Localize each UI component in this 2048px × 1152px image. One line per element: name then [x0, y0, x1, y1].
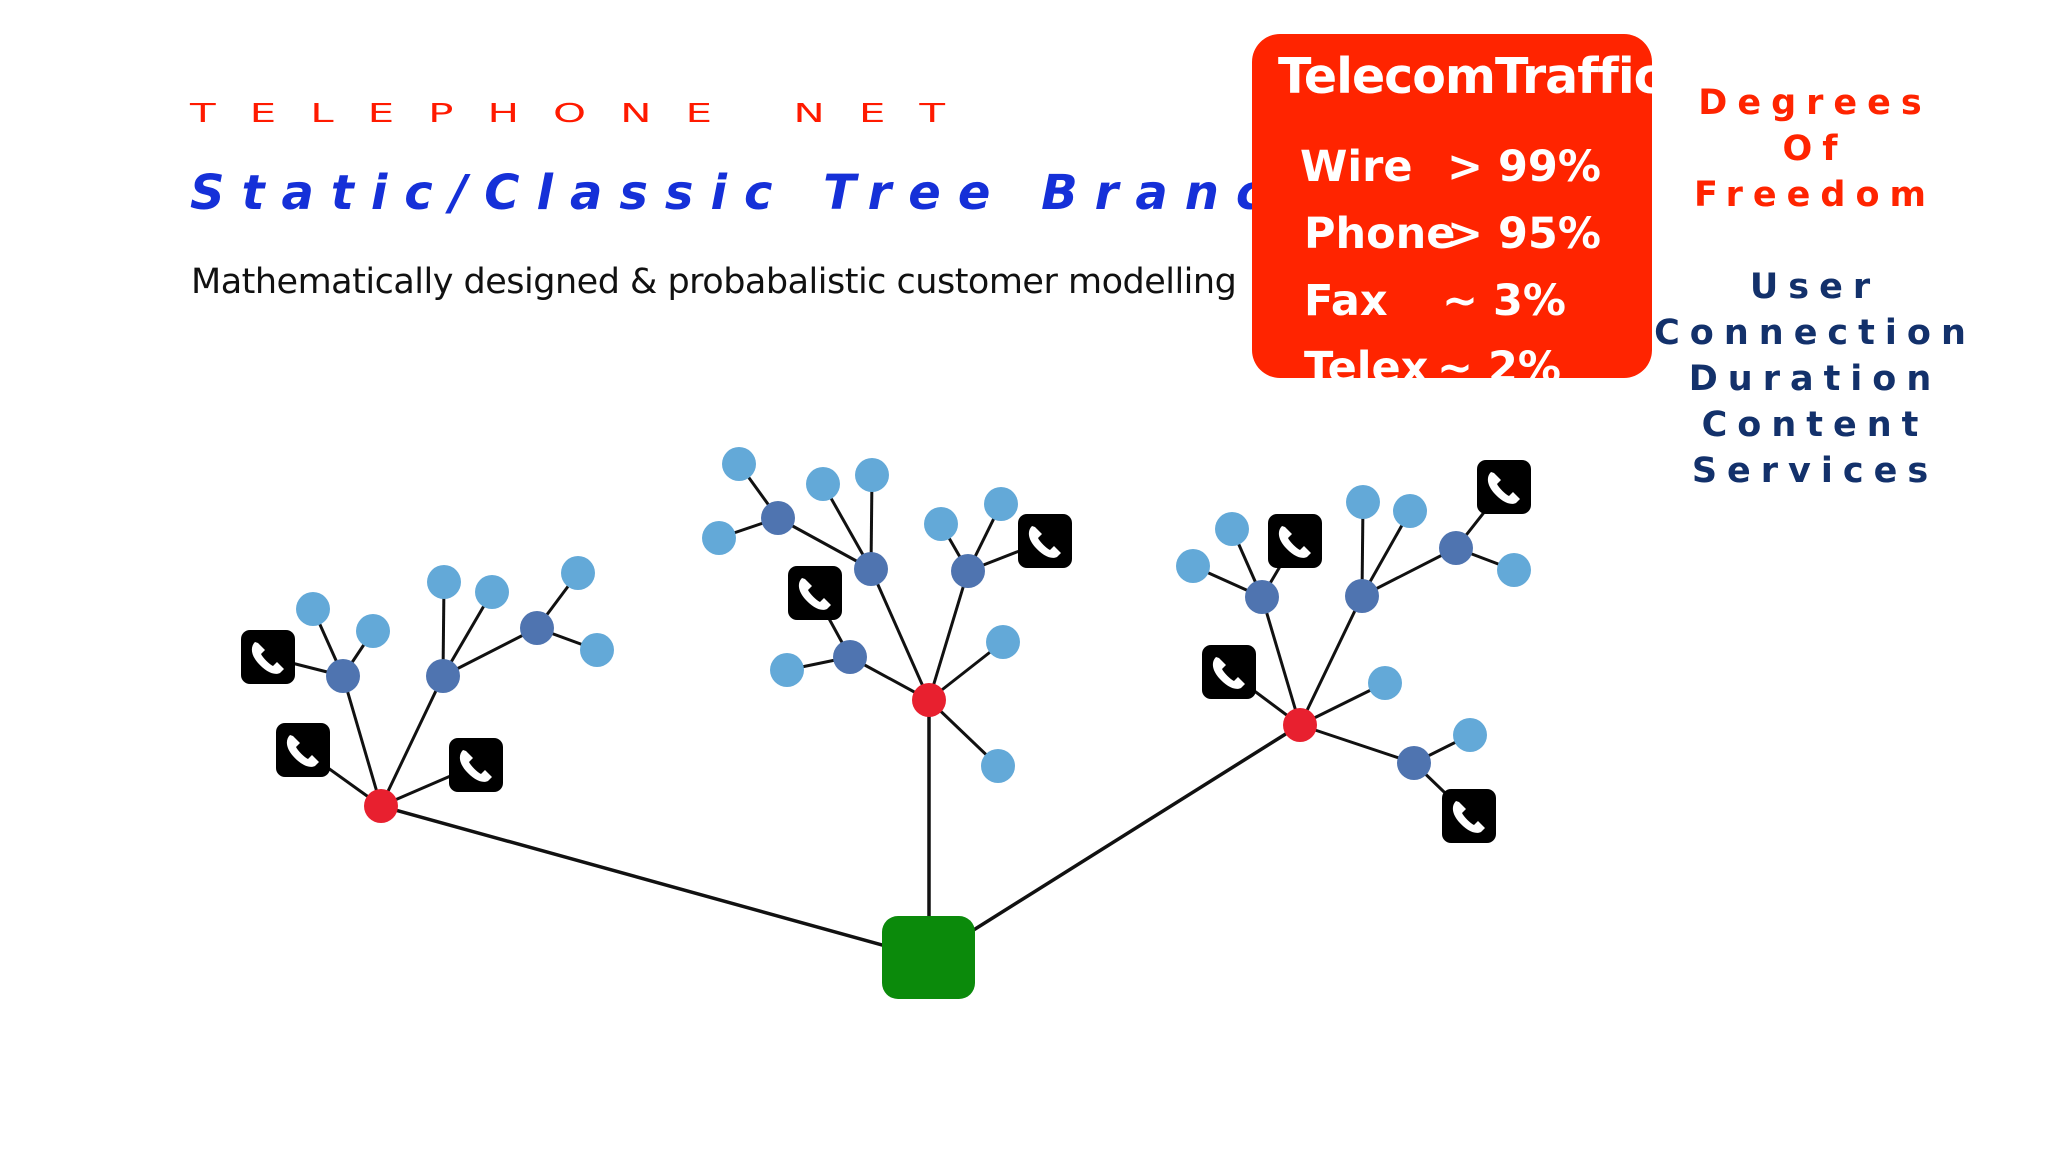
telephone-handset-icon [241, 630, 295, 684]
page-description: Mathematically designed & probabalistic … [191, 262, 1237, 302]
trunk-links [380, 700, 1301, 960]
degrees-of-freedom-list: Degrees Of Freedom User Connection Durat… [1640, 80, 1990, 494]
dof-item: Connection [1654, 313, 1976, 353]
distribution-nodes [326, 501, 1473, 780]
telephone-handset-icon [276, 723, 330, 777]
traffic-row-label: Telex [1304, 343, 1429, 393]
traffic-row-value: ~ 2% [1437, 343, 1562, 393]
dof-heading-line: Degrees [1698, 83, 1932, 123]
telephone-handset-icon [449, 738, 503, 792]
dof-heading-line: Of [1782, 129, 1848, 169]
telephone-handset-icon [1268, 514, 1322, 568]
central-exchange-node [882, 916, 975, 999]
telephone-handset-icon [788, 566, 842, 620]
page-title: TELEPHONE NET [190, 98, 980, 129]
telephone-handset-icon [1477, 460, 1531, 514]
traffic-row-label: Fax [1304, 276, 1388, 326]
traffic-row-label: Wire [1300, 142, 1413, 192]
hub-nodes [364, 683, 1317, 823]
dof-item: Duration [1688, 359, 1942, 399]
telephone-handset-icon [1442, 789, 1496, 843]
telecom-traffic-panel: TelecomTraffic Wire > 99% Phone > 95% Fa… [1252, 34, 1663, 393]
traffic-row-value: > 99% [1447, 142, 1601, 192]
dof-item: User [1749, 267, 1881, 307]
dof-heading-line: Freedom [1694, 175, 1936, 215]
traffic-row-value: ~ 3% [1442, 276, 1567, 326]
page-subtitle: Static/Classic Tree Branch [190, 165, 1333, 221]
leaf-nodes [296, 447, 1531, 783]
traffic-row-value: > 95% [1447, 209, 1601, 259]
traffic-panel-title: TelecomTraffic [1278, 48, 1663, 105]
telephone-handset-icon [1202, 645, 1256, 699]
dof-item: Content [1701, 405, 1929, 445]
traffic-row-label: Phone [1304, 209, 1456, 259]
telephone-handset-icon [1018, 514, 1072, 568]
dof-item: Services [1691, 451, 1939, 491]
